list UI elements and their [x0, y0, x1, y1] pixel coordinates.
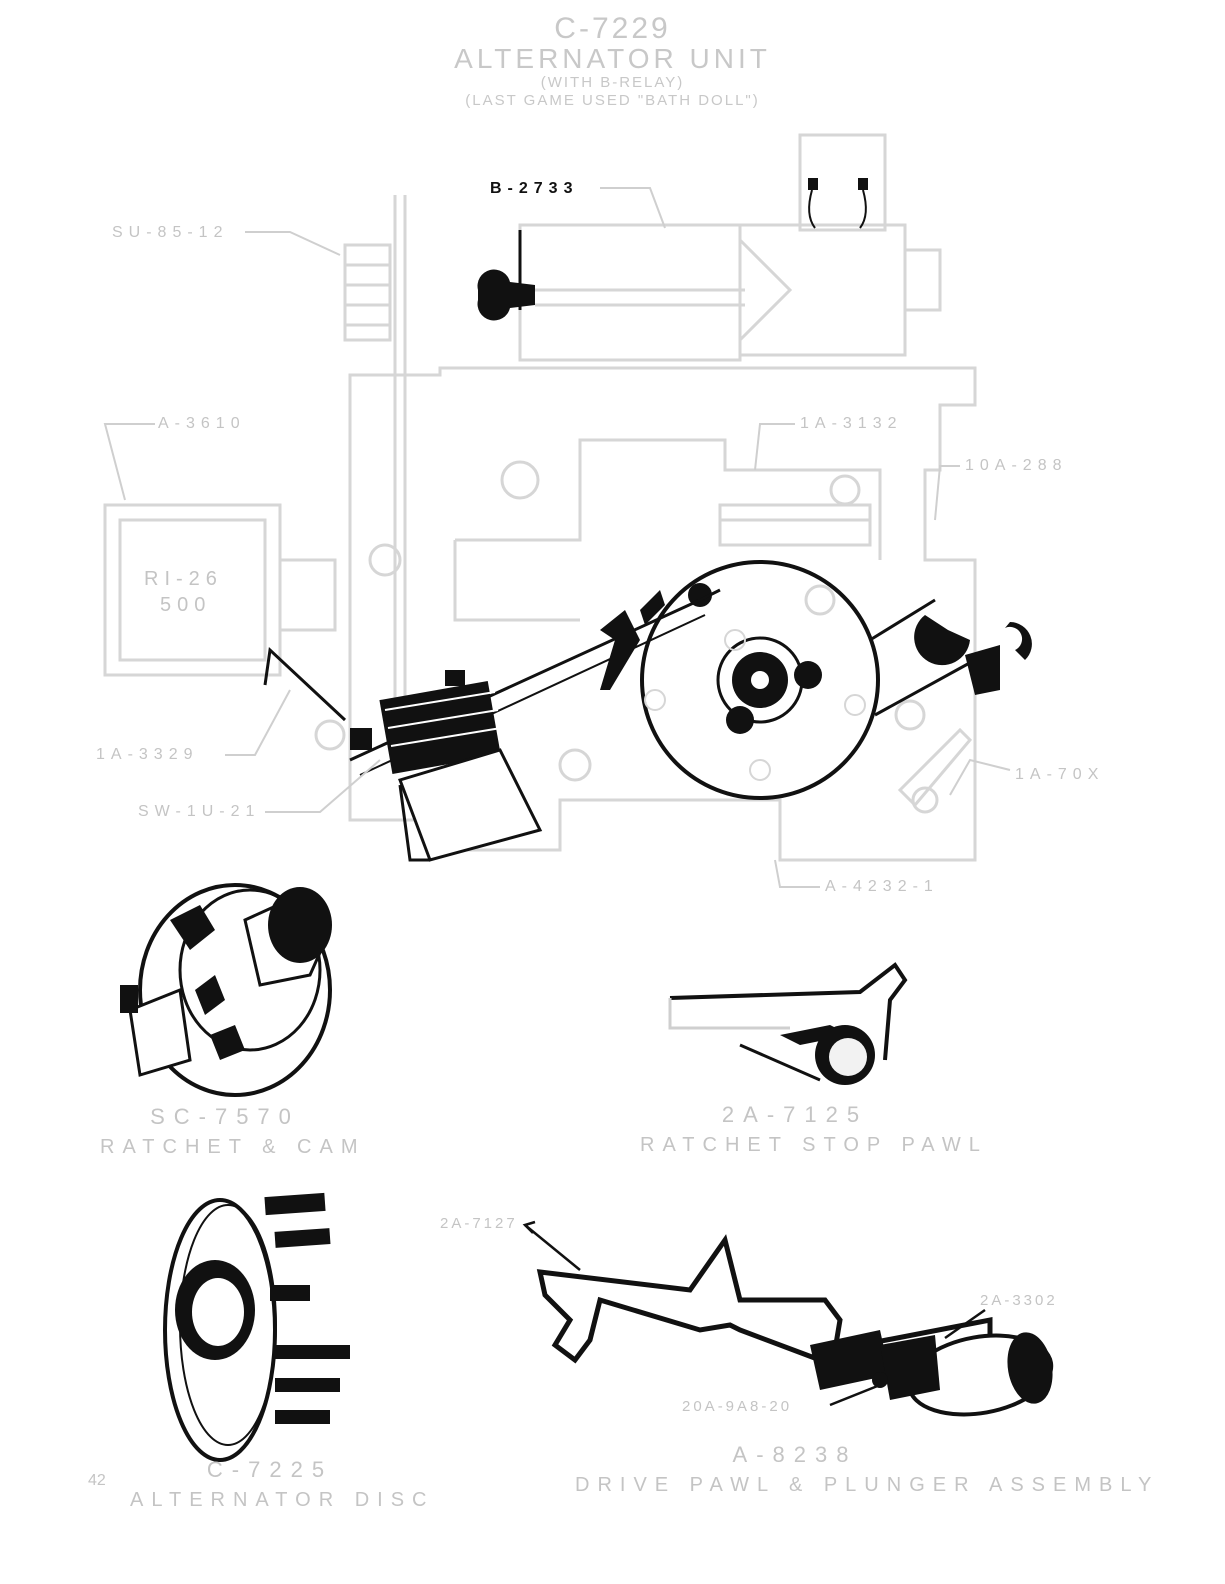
- part-name: RATCHET & CAM: [100, 1136, 366, 1158]
- title-block: C-7229 ALTERNATOR UNIT (WITH B-RELAY) (L…: [0, 14, 1225, 110]
- label-drive-spring: 20A-9A8-20: [682, 1398, 793, 1415]
- label-a-switch: A-3610: [158, 415, 246, 432]
- label-spring-right: 10A-288: [965, 457, 1068, 474]
- page-number: 42: [88, 1472, 106, 1489]
- label-link-right: 1A-70X: [1015, 766, 1105, 783]
- alternator-disc-drawing: [163, 1192, 350, 1462]
- label-drive-pawl: 2A-7127: [440, 1215, 518, 1232]
- label-bracket: 1A-3329: [96, 746, 199, 763]
- part-name: DRIVE PAWL & PLUNGER ASSEMBLY: [575, 1474, 1160, 1496]
- caption-ratchet-cam: SC-7570 RATCHET & CAM: [100, 1102, 366, 1162]
- label-pawl-top: 1A-3132: [800, 415, 903, 432]
- caption-ratchet-stop-pawl: 2A-7125 RATCHET STOP PAWL: [640, 1100, 988, 1160]
- label-coil: SU-85-12: [112, 224, 229, 241]
- label-box-line1: RI-26: [144, 568, 223, 590]
- drawing-subtitle: (WITH B-RELAY): [540, 74, 685, 91]
- ratchet-cam-drawing: [120, 883, 332, 1097]
- alternator-wheel: [640, 560, 880, 800]
- drawing-note: (LAST GAME USED "BATH DOLL"): [465, 92, 760, 109]
- bracket-outline: [263, 646, 347, 722]
- switch-stack: [350, 670, 543, 862]
- label-base-right: A-4232-1: [825, 878, 939, 895]
- part-name: ALTERNATOR DISC: [130, 1489, 435, 1511]
- caption-alternator-disc: C-7225 ALTERNATOR DISC: [130, 1455, 435, 1515]
- part-number: SC-7570: [150, 1104, 300, 1129]
- wheel-arm: [869, 598, 1032, 717]
- relay-armature: [477, 178, 868, 321]
- label-plunger: 2A-3302: [980, 1292, 1058, 1309]
- part-name: RATCHET STOP PAWL: [640, 1134, 988, 1156]
- drive-pawl-drawing: [536, 1234, 1054, 1417]
- caption-drive-pawl-plunger: A-8238 DRIVE PAWL & PLUNGER ASSEMBLY: [575, 1440, 1160, 1500]
- label-b-relay: B-2733: [490, 180, 579, 197]
- drawing-title: ALTERNATOR UNIT: [454, 43, 771, 74]
- main-frame: [103, 133, 977, 862]
- label-switch-stack: SW-1U-21: [138, 803, 261, 820]
- part-number: 2A-7125: [721, 1102, 869, 1127]
- label-box-line2: 500: [160, 594, 212, 616]
- part-number: A-8238: [732, 1442, 858, 1467]
- part-number: C-7225: [206, 1457, 334, 1482]
- leader-lines: [103, 187, 1011, 888]
- drawing-number: C-7229: [554, 12, 671, 45]
- drive-pawl-leaders: [522, 1220, 986, 1407]
- ratchet-stop-pawl-drawing: [668, 962, 908, 1085]
